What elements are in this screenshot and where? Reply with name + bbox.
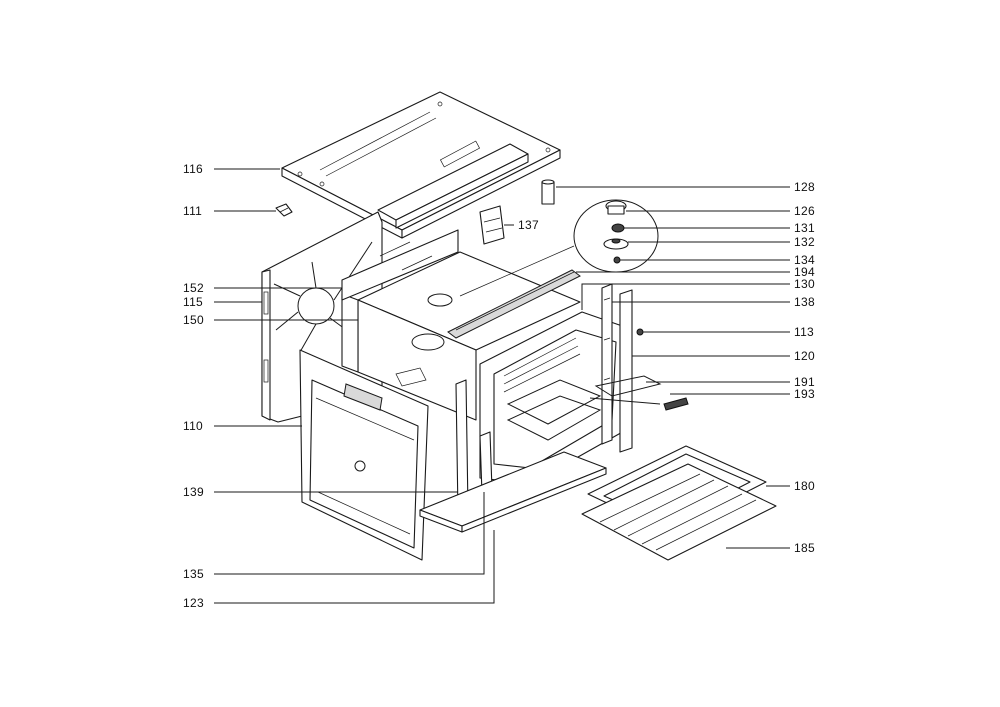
- front-trim-strip: [447, 269, 581, 339]
- label-132: 132: [794, 235, 815, 249]
- label-120: 120: [794, 349, 815, 363]
- label-150: 150: [183, 313, 204, 327]
- label-126: 126: [794, 204, 815, 218]
- oven-door: [299, 349, 429, 561]
- label-137: 137: [518, 218, 539, 232]
- cylinder-part: [541, 179, 555, 205]
- right-side-rail: [601, 283, 633, 453]
- label-191: 191: [794, 375, 815, 389]
- leader-lines: [214, 168, 790, 604]
- label-135: 135: [183, 567, 204, 581]
- front-frame: [479, 311, 629, 485]
- label-110: 110: [183, 419, 203, 433]
- label-180: 180: [794, 479, 815, 493]
- label-194: 194: [794, 265, 815, 279]
- lower-side-rails: [455, 379, 493, 515]
- bracket-part: [479, 205, 505, 245]
- callout-labels: 116 111 152 115 150 110 139 135 123 128 …: [183, 162, 815, 610]
- bottom-panel: [419, 451, 607, 533]
- wire-grid: [581, 463, 777, 561]
- small-screw: [636, 328, 644, 336]
- label-138: 138: [794, 295, 815, 309]
- label-128: 128: [794, 180, 815, 194]
- top-cover-panel: [281, 91, 561, 239]
- rack-and-tool: [589, 375, 689, 411]
- label-116: 116: [183, 162, 203, 176]
- label-115: 115: [183, 295, 203, 309]
- clip-part: [275, 203, 293, 217]
- label-123: 123: [183, 596, 204, 610]
- label-113: 113: [794, 325, 814, 339]
- label-111: 111: [183, 204, 202, 218]
- label-134: 134: [794, 253, 815, 267]
- label-130: 130: [794, 277, 815, 291]
- label-131: 131: [794, 221, 815, 235]
- label-185: 185: [794, 541, 815, 555]
- label-152: 152: [183, 281, 204, 295]
- label-193: 193: [794, 387, 815, 401]
- oven-cavity-body: [341, 229, 581, 421]
- label-139: 139: [183, 485, 204, 499]
